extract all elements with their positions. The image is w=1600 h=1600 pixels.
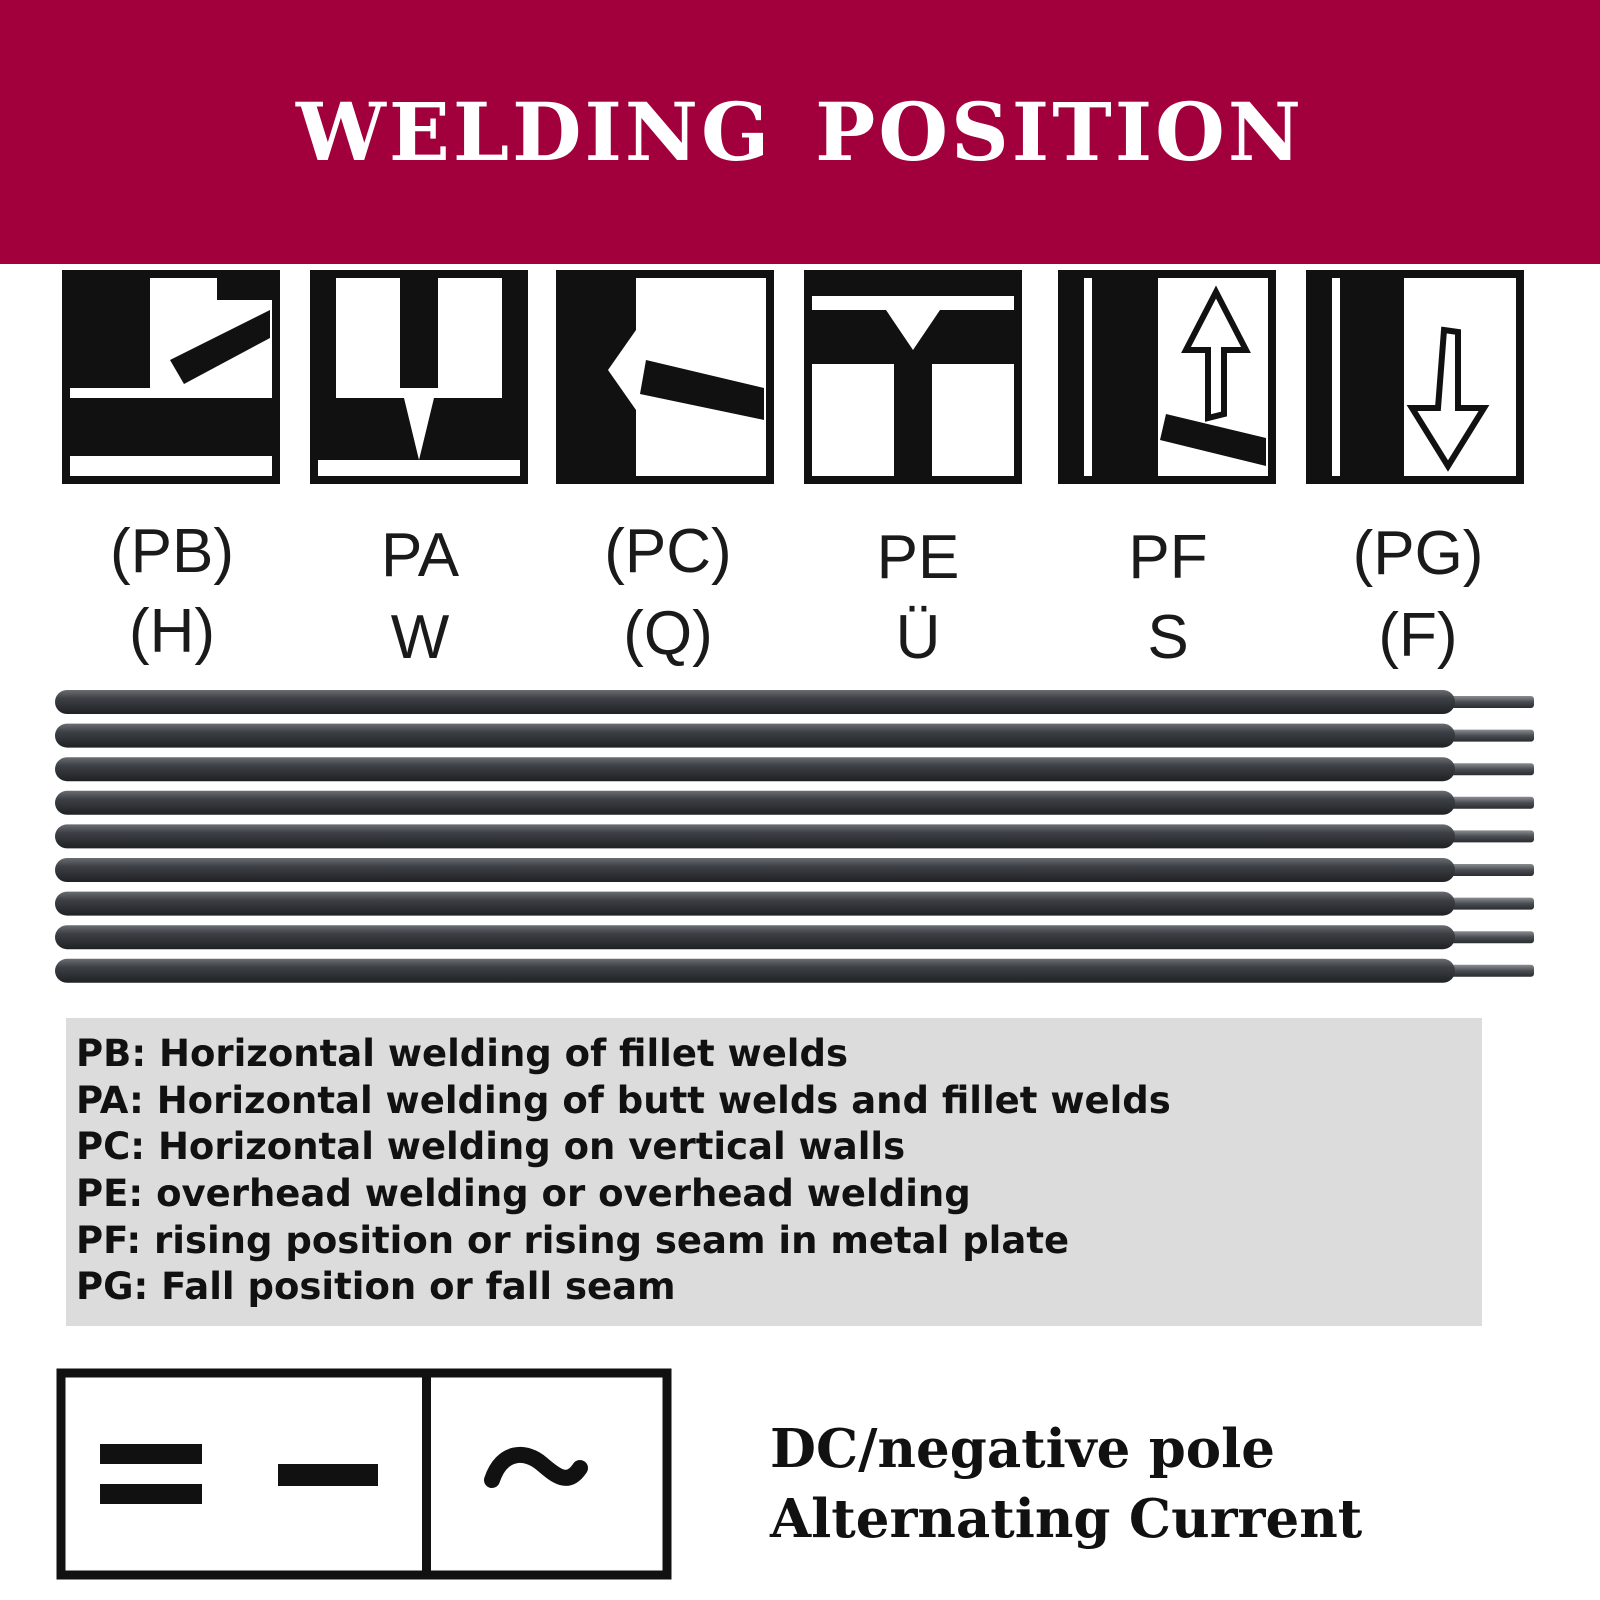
label-pa-code: PA [380,521,460,590]
pc-horizontal-vertical-wall-icon [556,270,774,484]
ac-tilde-icon [484,1447,588,1488]
description-pg: PG: Fall position or fall seam [76,1265,676,1308]
label-pg-alt: (F) [1378,601,1458,670]
label-pf-code: PF [1128,523,1208,592]
dc-label: DC/negative pole [770,1418,1276,1480]
welding-rod [55,723,1534,748]
label-pb-code: (PB) [110,517,234,586]
label-pc-alt: (Q) [623,599,713,668]
description-box: PB: Horizontal welding of fillet welds P… [66,1018,1482,1326]
welding-rod [55,958,1534,983]
pg-vertical-down-icon [1306,270,1524,484]
welding-rod [55,858,1534,882]
welding-rod [55,824,1534,849]
label-pb-alt: (H) [128,597,216,666]
description-pa: PA: Horizontal welding of butt welds and… [76,1079,1171,1122]
label-pe-alt: Ü [895,603,941,672]
description-pf: PF: rising position or rising seam in me… [76,1219,1070,1262]
description-pe: PE: overhead welding or overhead welding [76,1172,971,1215]
header-banner: WELDING POSITION [0,0,1600,264]
pa-flat-downhand-icon [310,270,528,484]
description-pc: PC: Horizontal welding on vertical walls [76,1125,906,1168]
welding-rods [55,690,1534,983]
welding-rod [55,925,1534,950]
position-icons [62,270,1524,484]
pf-vertical-up-icon [1058,270,1276,484]
welding-rod [55,690,1534,714]
label-pf-alt: S [1147,603,1189,672]
pb-fillet-horizontal-icon [62,270,280,484]
label-pa-alt: W [390,603,450,672]
welding-rod [55,790,1534,815]
pe-overhead-icon [804,270,1022,484]
page-title: WELDING POSITION [296,85,1304,179]
description-pb: PB: Horizontal welding of fillet welds [76,1032,848,1075]
welding-rod [55,891,1534,916]
ac-label: Alternating Current [770,1488,1363,1550]
label-pc-code: (PC) [604,517,732,586]
label-pe-code: PE [876,523,960,592]
welding-rod [55,757,1534,782]
dc-negative-icon [100,1444,378,1504]
label-pg-code: (PG) [1352,519,1484,588]
current-symbols [56,1368,672,1580]
